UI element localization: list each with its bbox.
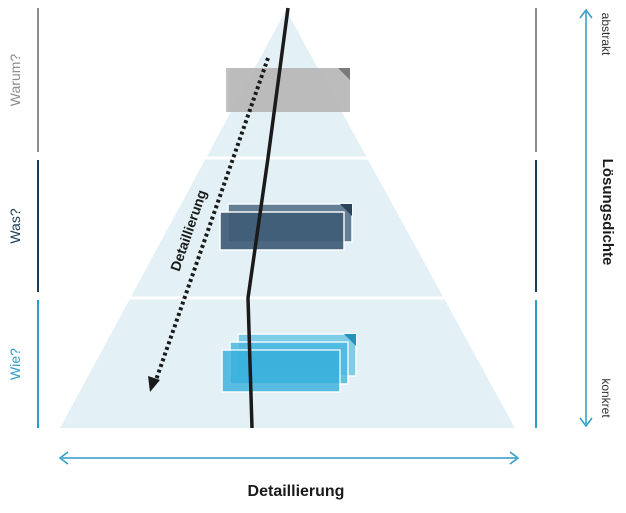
detail-arrow-head bbox=[148, 376, 160, 392]
level-label-warum: Warum? bbox=[7, 54, 23, 107]
level-3-boxes bbox=[221, 333, 357, 393]
level-1-box bbox=[226, 68, 350, 112]
right-axis-bottom-label: konkret bbox=[599, 378, 613, 418]
level-3-box-corner bbox=[344, 334, 356, 346]
right-axis-title: Lösungsdichte bbox=[599, 159, 616, 266]
level-1-boxes bbox=[226, 68, 350, 112]
level-2-box-front bbox=[219, 211, 345, 251]
right-axis-top-label: abstrakt bbox=[599, 13, 613, 56]
bottom-axis-title: Detaillierung bbox=[248, 483, 345, 500]
bottom-axis-arrow-right bbox=[509, 451, 520, 465]
level-label-wie: Wie? bbox=[7, 348, 23, 380]
solution-line bbox=[246, 7, 290, 429]
level-3-box-front bbox=[221, 349, 341, 393]
level-2-boxes bbox=[219, 203, 353, 251]
detail-arrow-line bbox=[154, 57, 270, 381]
level-2-box-corner bbox=[340, 204, 352, 216]
bottom-axis-arrow-left bbox=[58, 451, 69, 465]
level-1-box-corner bbox=[338, 68, 350, 80]
level-label-was: Was? bbox=[7, 208, 23, 243]
right-axis-arrow-bottom bbox=[579, 417, 593, 428]
right-axis-arrow-top bbox=[579, 8, 593, 19]
